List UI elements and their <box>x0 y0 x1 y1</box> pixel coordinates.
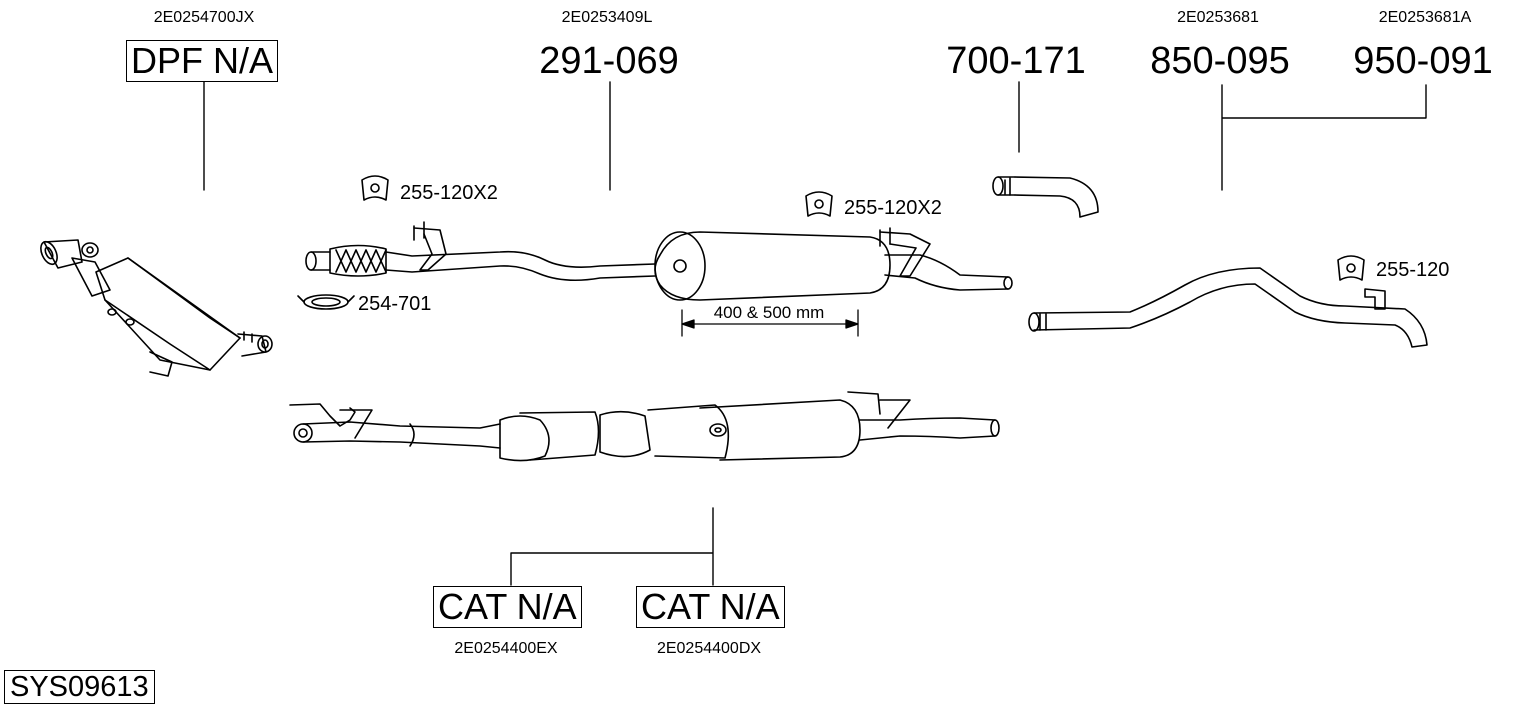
rubber-mount-icon <box>1337 255 1365 281</box>
rubber-mount-icon <box>805 191 833 217</box>
center-part-number[interactable]: 291-069 <box>539 40 679 82</box>
dimension-label: 400 & 500 mm <box>713 303 825 322</box>
mount-icons <box>361 175 1365 281</box>
mount2-label[interactable]: 255-120X2 <box>844 197 942 219</box>
clamp-label[interactable]: 254-701 <box>358 293 432 315</box>
cat2-oe-number: 2E0254400DX <box>656 640 762 657</box>
rear-pipe-part <box>1028 267 1428 348</box>
leader-rear <box>1221 84 1427 191</box>
cat2-part-number[interactable]: CAT N/A <box>636 586 785 628</box>
tip-pipe-part <box>992 176 1099 218</box>
leader-cat <box>510 507 714 586</box>
mount1-label[interactable]: 255-120X2 <box>400 182 498 204</box>
dpf-oe-number: 2E0254700JX <box>153 9 255 26</box>
tip-part-number[interactable]: 700-171 <box>946 40 1086 82</box>
cat1-oe-number: 2E0254400EX <box>454 640 558 657</box>
rubber-mount-icon <box>361 175 389 201</box>
rear1-part-number[interactable]: 850-095 <box>1150 40 1290 82</box>
rear2-oe-number: 2E0253681A <box>1378 9 1472 26</box>
cat-assembly-part <box>289 391 1000 462</box>
system-id: SYS09613 <box>4 670 155 704</box>
center-pipe-part <box>305 221 1013 301</box>
dimension-arrow <box>681 309 859 337</box>
dpf-part <box>40 239 273 377</box>
dpf-part-number[interactable]: DPF N/A <box>126 40 279 82</box>
rear2-part-number[interactable]: 950-091 <box>1353 40 1493 82</box>
clamp-icon <box>297 294 355 310</box>
mount3-label[interactable]: 255-120 <box>1376 259 1450 281</box>
rear1-oe-number: 2E0253681 <box>1177 9 1259 26</box>
center-oe-number: 2E0253409L <box>561 9 653 26</box>
cat1-part-number[interactable]: CAT N/A <box>433 586 582 628</box>
leader-lines <box>203 81 1427 586</box>
